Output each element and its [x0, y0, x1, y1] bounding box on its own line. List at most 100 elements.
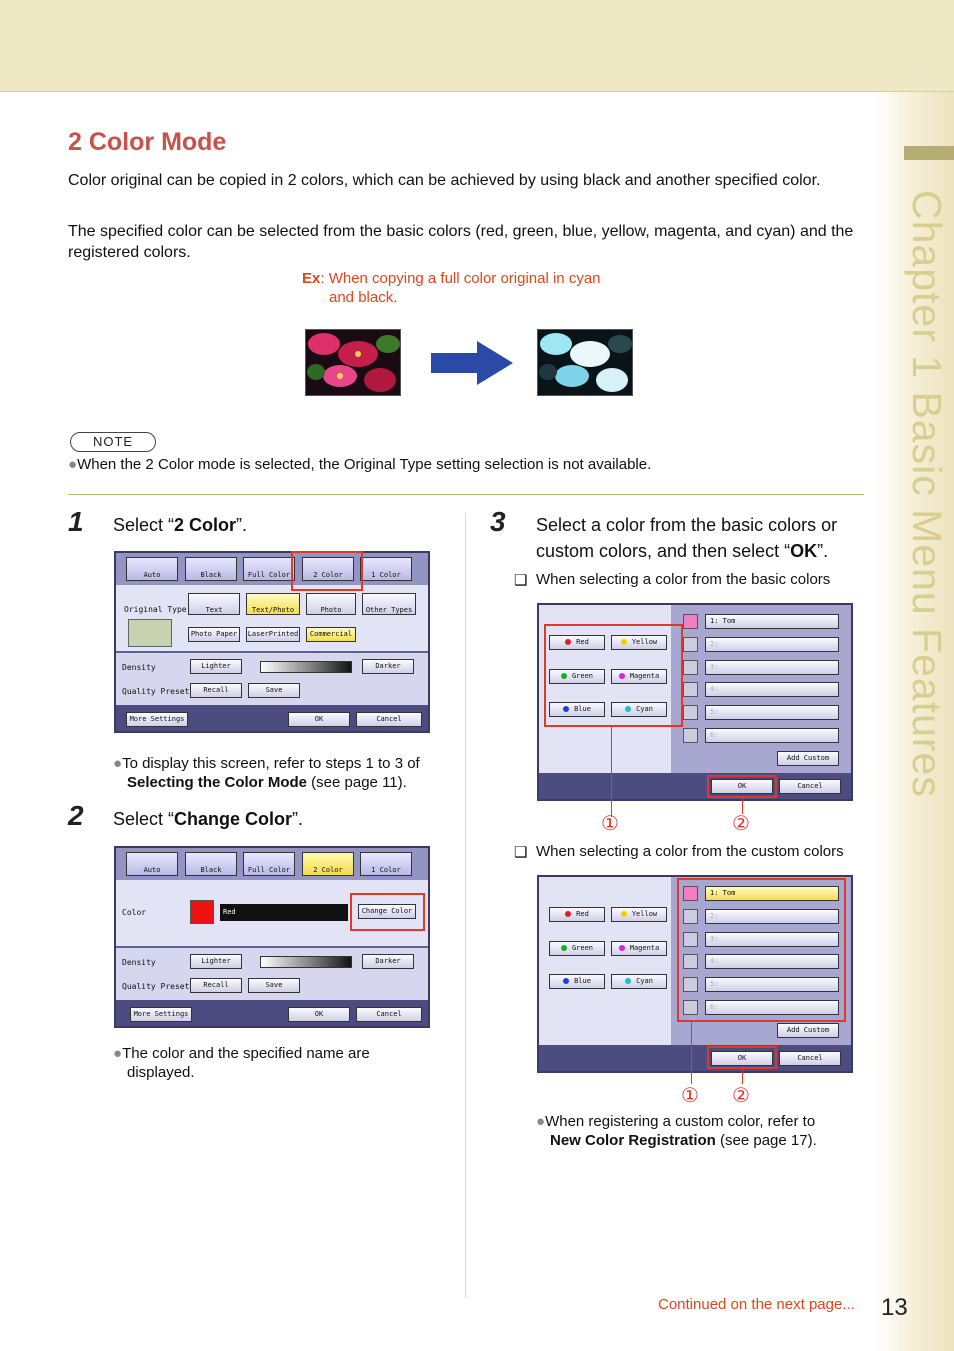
- custom-color-1[interactable]: 1: Tom: [705, 886, 839, 901]
- type-laserprinted-button[interactable]: LaserPrinted: [246, 627, 300, 642]
- tab-1-color[interactable]: 1 Color: [360, 852, 412, 876]
- full-color-photo: [305, 329, 401, 396]
- type-text-button[interactable]: Text: [188, 593, 240, 615]
- color-yellow-button[interactable]: Yellow: [611, 635, 667, 650]
- callout-2: ②: [732, 1085, 750, 1107]
- ok-button[interactable]: OK: [711, 779, 773, 794]
- chapter-side-title: Chapter 1 Basic Menu Features: [904, 190, 950, 798]
- lighter-button[interactable]: Lighter: [190, 954, 242, 969]
- custom-swatch-5: [683, 977, 698, 992]
- color-cyan-button[interactable]: Cyan: [611, 974, 667, 989]
- darker-button[interactable]: Darker: [362, 954, 414, 969]
- color-green-button[interactable]: Green: [549, 941, 605, 956]
- tab-1-color[interactable]: 1 Color: [360, 557, 412, 581]
- custom-swatch-2: [683, 637, 698, 652]
- custom-swatch-4: [683, 954, 698, 969]
- callout-2: ②: [732, 813, 750, 835]
- type-photo-paper-button[interactable]: Photo Paper: [188, 627, 240, 642]
- custom-swatch-6: [683, 1000, 698, 1015]
- color-red-button[interactable]: Red: [549, 635, 605, 650]
- color-value-field: Red: [220, 904, 348, 921]
- save-button[interactable]: Save: [248, 683, 300, 698]
- custom-color-2[interactable]: 2:: [705, 909, 839, 924]
- example-prefix: Ex: [302, 270, 321, 287]
- custom-color-5[interactable]: 5:: [705, 977, 839, 992]
- tab-auto[interactable]: Auto: [126, 852, 178, 876]
- tab-2-color[interactable]: 2 Color: [302, 557, 354, 581]
- custom-color-2[interactable]: 2:: [705, 637, 839, 652]
- color-green-button[interactable]: Green: [549, 669, 605, 684]
- density-slider[interactable]: [260, 661, 352, 673]
- change-color-button[interactable]: Change Color: [358, 904, 416, 919]
- type-text-photo-button[interactable]: Text/Photo: [246, 593, 300, 615]
- step-3-bullet: ●When registering a custom color, refer …: [536, 1113, 817, 1149]
- tab-2-color[interactable]: 2 Color: [302, 852, 354, 876]
- more-settings-button[interactable]: More Settings: [130, 1007, 192, 1022]
- highlight-ok: [707, 1046, 777, 1069]
- color-blue-button[interactable]: Blue: [549, 974, 605, 989]
- add-custom-button[interactable]: Add Custom: [777, 1023, 839, 1038]
- custom-color-3[interactable]: 3:: [705, 932, 839, 947]
- continued-note: Continued on the next page...: [658, 1296, 855, 1313]
- type-other-button[interactable]: Other Types: [362, 593, 416, 615]
- custom-color-5[interactable]: 5:: [705, 705, 839, 720]
- custom-color-4[interactable]: 4:: [705, 682, 839, 697]
- recall-button[interactable]: Recall: [190, 683, 242, 698]
- highlight-ok: [707, 775, 777, 798]
- save-button[interactable]: Save: [248, 978, 300, 993]
- color-red-button[interactable]: Red: [549, 907, 605, 922]
- screen-custom-colors: Red Yellow Green Magenta Blue Cyan 1: To…: [537, 875, 853, 1073]
- note-text: When the 2 Color mode is selected, the O…: [77, 456, 652, 473]
- color-yellow-button[interactable]: Yellow: [611, 907, 667, 922]
- ok-button[interactable]: OK: [711, 1051, 773, 1066]
- more-settings-button[interactable]: More Settings: [126, 712, 188, 727]
- cancel-button[interactable]: Cancel: [779, 779, 841, 794]
- callout-line-1: [691, 1022, 692, 1084]
- screen-bottom-bar: OK Cancel: [539, 1045, 851, 1071]
- darker-button[interactable]: Darker: [362, 659, 414, 674]
- step-2-instruction: Select “Change Color”.: [113, 809, 304, 829]
- top-header-band: [0, 0, 954, 92]
- screen-bottom-bar: OK Cancel: [539, 773, 851, 799]
- color-swatch: [190, 900, 214, 924]
- density-slider[interactable]: [260, 956, 352, 968]
- tab-black[interactable]: Black: [185, 852, 237, 876]
- tab-auto[interactable]: Auto: [126, 557, 178, 581]
- add-custom-button[interactable]: Add Custom: [777, 751, 839, 766]
- type-photo-button[interactable]: Photo: [306, 593, 356, 615]
- screen-change-color: Auto Black Full Color 2 Color 1 Color Co…: [114, 846, 430, 1028]
- tab-full-color[interactable]: Full Color: [243, 557, 295, 581]
- ok-button[interactable]: OK: [288, 712, 350, 727]
- cancel-button[interactable]: Cancel: [779, 1051, 841, 1066]
- custom-swatch-4: [683, 682, 698, 697]
- tab-black[interactable]: Black: [185, 557, 237, 581]
- color-blue-button[interactable]: Blue: [549, 702, 605, 717]
- highlight-change-color: [350, 893, 425, 931]
- color-magenta-button[interactable]: Magenta: [611, 669, 667, 684]
- highlight-2-color: [291, 551, 363, 591]
- color-cyan-button[interactable]: Cyan: [611, 702, 667, 717]
- tab-full-color[interactable]: Full Color: [243, 852, 295, 876]
- color-magenta-button[interactable]: Magenta: [611, 941, 667, 956]
- note-bullet: ●When the 2 Color mode is selected, the …: [68, 456, 652, 473]
- density-label: Density: [122, 958, 156, 967]
- custom-color-4[interactable]: 4:: [705, 954, 839, 969]
- type-commercial-button[interactable]: Commercial: [306, 627, 356, 642]
- callout-line-2: [742, 1069, 743, 1084]
- custom-color-6[interactable]: 6:: [705, 1000, 839, 1015]
- example-caption: Ex: When copying a full color original i…: [302, 269, 601, 307]
- custom-color-3[interactable]: 3:: [705, 660, 839, 675]
- intro-paragraph-1: Color original can be copied in 2 colors…: [68, 172, 821, 189]
- cancel-button[interactable]: Cancel: [356, 712, 422, 727]
- step-3-instruction: Select a color from the basic colors or …: [536, 515, 838, 561]
- custom-swatch-3: [683, 660, 698, 675]
- highlight-custom-colors: [677, 878, 846, 1022]
- lighter-button[interactable]: Lighter: [190, 659, 242, 674]
- note-label: NOTE: [70, 432, 156, 452]
- cancel-button[interactable]: Cancel: [356, 1007, 422, 1022]
- recall-button[interactable]: Recall: [190, 978, 242, 993]
- custom-color-6[interactable]: 6:: [705, 728, 839, 743]
- custom-color-1[interactable]: 1: Tom: [705, 614, 839, 629]
- ok-button[interactable]: OK: [288, 1007, 350, 1022]
- density-panel: Density Lighter Darker Quality Presets R…: [116, 653, 428, 705]
